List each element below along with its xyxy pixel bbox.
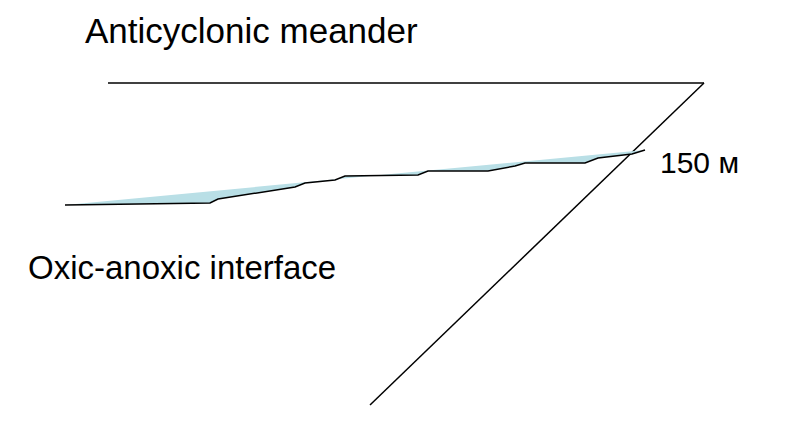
diagram-title: Anticyclonic meander (85, 12, 418, 51)
surface-line (108, 82, 704, 84)
front-line (370, 83, 704, 405)
interface-edge (65, 150, 645, 205)
depth-label: 150 м (660, 146, 739, 179)
interface-layer (65, 150, 645, 205)
layer-label: Oxic-anoxic interface (28, 250, 336, 286)
